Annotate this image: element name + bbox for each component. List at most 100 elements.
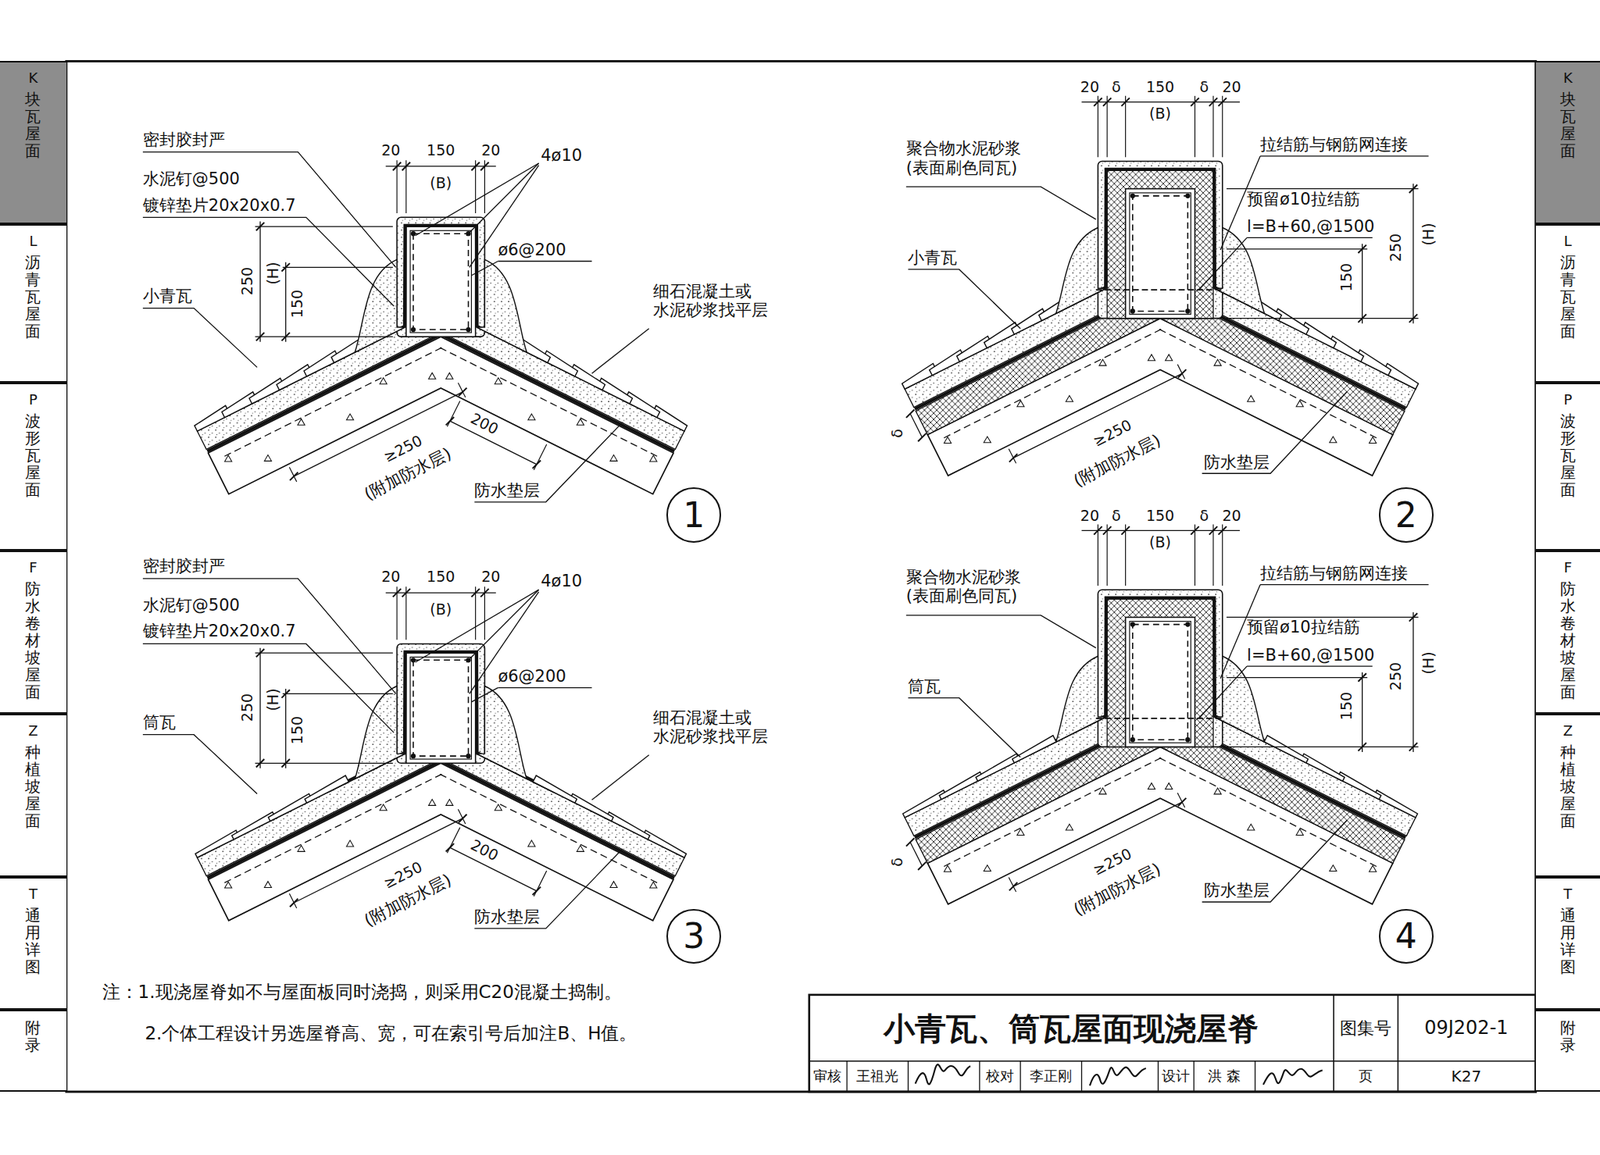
title-block-cell: 校对 [985,1068,1015,1086]
callout-label: 防水垫层 [1203,453,1270,472]
small-tile [1011,308,1048,335]
leader-line [142,643,394,733]
leader-line [142,735,258,795]
extension-line [255,653,393,654]
concrete-mark [1369,437,1377,444]
dimension-value: δ [889,857,907,868]
title-block-cell: 审核 [813,1068,842,1086]
tie-bar [1096,717,1225,720]
title-block-cell: 李正刚 [1029,1068,1072,1086]
concrete-mark [1065,824,1073,831]
leader-line [1199,237,1247,290]
concrete-mark [576,418,584,425]
dimension-value: (H) [264,688,283,711]
dimension-value: 150 [289,289,307,318]
ridge-plaster [396,217,485,337]
title-block-rule [1332,995,1335,1093]
rebar-dot [1185,621,1190,627]
leader-line [497,260,592,262]
concrete-mark [1165,783,1173,790]
section-letter: T [25,886,40,903]
rebar-dot [1185,737,1190,743]
small-tile [1382,363,1419,390]
extension-line [446,401,460,428]
concrete-mark [297,846,305,853]
leader-line [1260,584,1429,586]
tube-tile [606,812,650,840]
slab-rebar [439,774,658,884]
dimension-value: 250 [1387,662,1405,691]
title-block-cell: 洪 森 [1207,1068,1241,1086]
section-letter: L [25,233,40,250]
extension-line [484,586,486,640]
concrete-mark [943,437,951,444]
callout-label: l=B+60,@1500 [1246,217,1375,236]
ridge-stirrup [1129,192,1191,315]
concrete-mark [1017,829,1025,836]
small-tile [957,335,993,362]
dimension-value: δ [1111,507,1122,525]
leader-line [1260,155,1429,157]
concrete-mark [264,882,272,889]
tube-tile [903,790,947,818]
dimension-value: 150 [1338,692,1356,721]
section-letter: L [1560,233,1575,250]
extension-line [396,586,397,640]
section-name: 波形瓦屋面 [1560,412,1576,499]
extension-line [1221,525,1223,586]
extension-line [1177,364,1185,380]
leader-line [466,589,540,663]
extension-line [1212,96,1214,158]
drawing-frame [66,60,1536,1093]
ridge-insulation [1107,599,1214,747]
title-block-rule [1081,1061,1083,1093]
concrete-mark [494,378,502,385]
extension-line [475,160,476,214]
leader-line [142,308,258,368]
tube-tile [1012,735,1057,764]
callout-label: 细石混凝土或 水泥砂浆找平层 [653,708,768,747]
dimension-tick [906,838,915,847]
small-tile [902,363,939,390]
waterproof-underlay [207,335,440,452]
dimension-value: 20 [381,142,400,160]
leader-line [471,260,498,275]
extension-line [1194,96,1196,158]
dimension-value: δ [1111,78,1122,97]
title-block-rule [1019,1061,1021,1093]
section-tab: Z种植坡屋面 [0,714,67,878]
extension-line [289,467,297,483]
concrete-mark [1214,359,1222,366]
concrete-mark [983,436,991,443]
title-block-rule [1254,1061,1256,1093]
section-letter: Z [1560,723,1575,740]
title-block-cell: 王祖光 [856,1068,899,1086]
callout-label: 小青瓦 [142,286,193,306]
title-block-rule [1157,1061,1159,1093]
extension-line [1125,525,1126,586]
tube-tile [569,793,614,822]
small-tile [1300,322,1337,349]
section-letter: P [1560,392,1575,408]
leader-lines [142,578,650,929]
concrete-mark [610,882,618,889]
extension-line [1107,525,1108,586]
extension-line [1097,525,1099,586]
callout-label: 预留ø10拉结筋 [1246,617,1361,637]
dimension-line [1412,183,1414,324]
ridge-mortar [1056,227,1107,314]
leader-lines [906,585,1429,903]
callout-number: 4 [1395,919,1418,954]
section-name: 块瓦屋面 [1560,90,1576,160]
leader-line [415,163,540,236]
callout-number: 3 [682,919,705,954]
concrete-mark [650,882,658,889]
extension-line [1226,746,1419,748]
dimension-value: 20 [1221,507,1241,525]
dimension-value: 150 [426,142,455,160]
leader-line [907,269,1021,329]
extension-line [289,893,297,909]
small-tile [303,350,340,377]
dimension-tick [917,433,926,442]
callout-label: 密封胶封严 [142,557,225,576]
